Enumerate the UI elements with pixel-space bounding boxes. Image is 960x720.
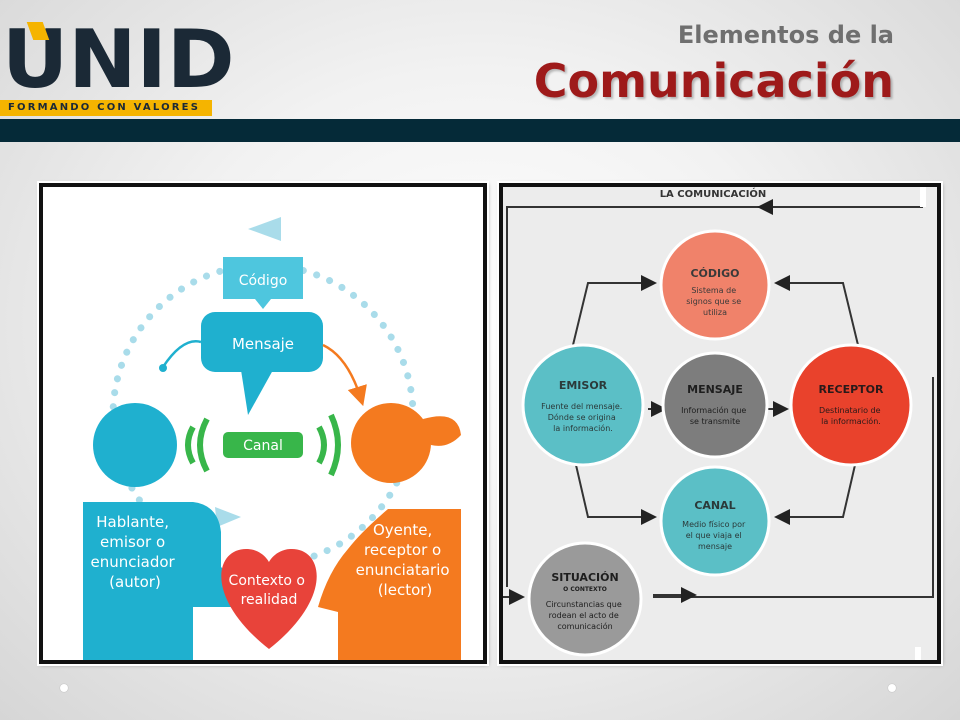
mensaje-label: Mensaje [232, 335, 294, 353]
svg-text:Fuente del mensaje. Dónd: Fuente del mensaje. Dónde se origina la … [541, 402, 625, 433]
svg-text:RECEPTOR: RECEPTOR [819, 383, 884, 396]
contexto-label: Contexto o realidad [229, 573, 310, 608]
slide-title-line1: Elementos de la [677, 21, 894, 49]
contexto-heart [221, 548, 317, 649]
codigo-node [659, 229, 771, 341]
slide-bullet-right [888, 684, 896, 692]
svg-text:Información que se trans: Información que se transmite [681, 405, 749, 426]
svg-text:CÓDIGO: CÓDIGO [690, 267, 739, 280]
cycle-arrow-bottom-icon [215, 507, 241, 527]
emisor-label: Hablante, emisor o enunciador (autor) [90, 513, 179, 591]
svg-text:Medio físico por el que: Medio físico por el que viaja el mensaje [682, 520, 748, 551]
svg-text:Sistema de signos que se: Sistema de signos que se utiliza [686, 286, 743, 317]
svg-text:Circunstancias que rodea: Circunstancias que rodean el acto de com… [546, 600, 625, 631]
logo-tagline: FORMANDO CON VALORES [0, 100, 212, 116]
right-diagram-title: LA COMUNICACIÓN [660, 187, 767, 200]
signal-wave-left-2 [197, 417, 210, 473]
codigo-label: Código [239, 273, 288, 289]
signal-wave-right-2 [328, 413, 341, 477]
receptor-label: Oyente, receptor o enunciatario (lector) [356, 521, 455, 599]
svg-text:EMISOR: EMISOR [559, 379, 608, 392]
slide-title-line2: Comunicación [533, 54, 894, 108]
canal-label: Canal [243, 438, 283, 454]
left-diagram-panel: Código Mensaje Hablante, emisor o enunci… [37, 181, 489, 666]
receptor-ponytail [423, 416, 461, 446]
svg-text:O CONTEXTO: O CONTEXTO [563, 586, 607, 593]
canal-node [659, 465, 771, 577]
situacion-node [527, 541, 643, 657]
left-communication-diagram: Código Mensaje Hablante, emisor o enunci… [83, 217, 461, 660]
signal-wave-right-1 [316, 425, 327, 465]
emisor-head [93, 403, 177, 487]
mensaje-bubble-tail [241, 370, 273, 415]
mensaje-bubble [201, 312, 323, 372]
receptor-body [318, 509, 461, 660]
svg-text:CANAL: CANAL [694, 499, 735, 512]
mensaje-to-receptor-arrow [322, 343, 367, 407]
receptor-head [351, 403, 431, 483]
emisor-body [83, 502, 249, 660]
codigo-box-pointer [255, 299, 271, 309]
svg-text:MENSAJE: MENSAJE [687, 383, 743, 396]
svg-text:Destinatario de la infor: Destinatario de la información. [819, 406, 883, 426]
svg-text:SITUACIÓN: SITUACIÓN [551, 571, 618, 584]
canal-box [223, 432, 303, 458]
right-diagram-panel: LA COMUNICACIÓN CÓDIGO Sistema de signos… [497, 181, 943, 666]
frame-bottom-line [653, 377, 934, 598]
receptor-node [789, 343, 913, 467]
unid-logo: UNID FORMANDO CON VALORES [0, 20, 235, 120]
right-communication-diagram: LA COMUNICACIÓN CÓDIGO Sistema de signos… [503, 187, 937, 660]
codigo-box [223, 257, 303, 299]
emisor-to-mensaje-line [161, 340, 202, 368]
cycle-arrow-top-icon [248, 217, 281, 241]
mensaje-node [661, 351, 769, 459]
signal-wave-left-1 [185, 425, 196, 465]
slide-bullet-left [60, 684, 68, 692]
emisor-node [521, 343, 645, 467]
header-bar [0, 119, 960, 142]
